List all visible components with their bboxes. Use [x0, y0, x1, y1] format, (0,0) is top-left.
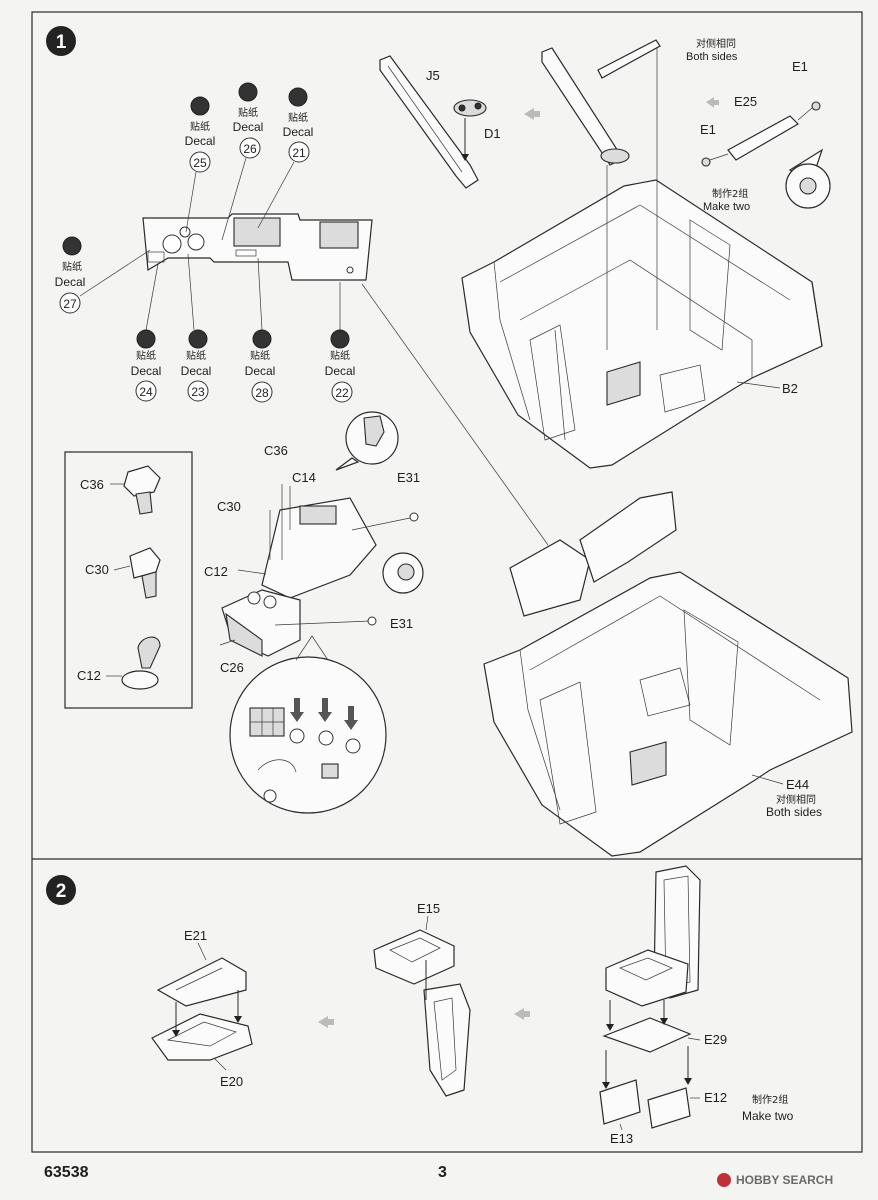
- svg-text:21: 21: [292, 146, 306, 160]
- product-code: 63538: [44, 1164, 89, 1181]
- svg-text:1: 1: [56, 32, 67, 53]
- label-c36-box: C36: [80, 477, 104, 492]
- label-c36-detail: C36: [264, 443, 288, 458]
- label-c26: C26: [220, 660, 244, 675]
- svg-text:23: 23: [191, 385, 205, 399]
- decal-24: 贴纸 Decal 24: [131, 263, 162, 402]
- arrow-icon: [524, 108, 540, 120]
- label-e25: E25: [734, 94, 757, 109]
- arrow-icon: [318, 1016, 334, 1028]
- svg-text:24: 24: [139, 385, 153, 399]
- step-1-badge: 1: [46, 26, 76, 56]
- seat-base-backrest-drawing: [373, 915, 471, 1097]
- note-make-two-step2-cn: 制作2组: [752, 1093, 788, 1106]
- label-e13: E13: [610, 1131, 633, 1146]
- label-e21: E21: [184, 928, 207, 943]
- svg-text:Decal: Decal: [245, 364, 276, 378]
- svg-text:贴纸: 贴纸: [62, 260, 82, 273]
- svg-text:Decal: Decal: [131, 364, 162, 378]
- label-e44: E44: [786, 777, 809, 792]
- decal-27: 贴纸 Decal 27: [55, 236, 151, 314]
- svg-text:HOBBY SEARCH: HOBBY SEARCH: [736, 1173, 833, 1187]
- hull-e44-drawing: [483, 491, 853, 857]
- label-e29: E29: [704, 1032, 727, 1047]
- svg-text:2: 2: [56, 881, 67, 902]
- seat-assembly-drawing: [599, 865, 701, 1131]
- label-d1: D1: [484, 126, 501, 141]
- detail-bubble-c36: [335, 411, 399, 471]
- svg-text:Decal: Decal: [325, 364, 356, 378]
- svg-text:贴纸: 贴纸: [186, 349, 206, 362]
- detail-bubble-e31: [382, 552, 424, 594]
- label-j5: J5: [426, 68, 440, 83]
- svg-text:Decal: Decal: [233, 120, 264, 134]
- label-e15: E15: [417, 901, 440, 916]
- decal-28: 贴纸 Decal 28: [245, 257, 276, 403]
- note-both-sides-bottom-en: Both sides: [766, 805, 822, 819]
- handle-e25-drawing: [701, 97, 821, 167]
- label-e1-top: E1: [792, 59, 808, 74]
- decal-21: 贴纸 Decal 21: [257, 87, 314, 229]
- svg-text:Decal: Decal: [55, 275, 86, 289]
- step-2-badge: 2: [46, 875, 76, 905]
- svg-text:Decal: Decal: [185, 134, 216, 148]
- svg-text:22: 22: [335, 386, 349, 400]
- decal-25: 贴纸 Decal 25: [185, 96, 216, 233]
- note-both-sides-top-en: Both sides: [686, 51, 738, 63]
- svg-text:27: 27: [63, 297, 77, 311]
- note-both-sides-top-cn: 对侧相同: [696, 37, 736, 50]
- label-c30-box: C30: [85, 562, 109, 577]
- seat-cushion-drawing: [151, 942, 253, 1071]
- dashboard-drawing: [142, 213, 373, 281]
- svg-text:Decal: Decal: [283, 125, 314, 139]
- hull-b2-drawing: [461, 179, 823, 469]
- decal-23: 贴纸 Decal 23: [181, 253, 212, 402]
- label-c12-box: C12: [77, 668, 101, 683]
- note-make-two-step1-cn: 制作2组: [712, 187, 748, 200]
- decal-22: 贴纸 Decal 22: [325, 282, 356, 403]
- svg-text:Decal: Decal: [181, 364, 212, 378]
- label-c30-detail: C30: [217, 499, 241, 514]
- svg-text:28: 28: [255, 386, 269, 400]
- note-make-two-step1-en: Make two: [703, 201, 750, 213]
- pillar-installed-drawing: [541, 47, 630, 350]
- note-make-two-step2-en: Make two: [742, 1109, 794, 1123]
- svg-text:贴纸: 贴纸: [288, 111, 308, 124]
- console-assembly-drawing: [219, 484, 419, 657]
- watermark-logo: HOBBY SEARCH: [717, 1173, 833, 1187]
- svg-text:贴纸: 贴纸: [136, 349, 156, 362]
- svg-text:贴纸: 贴纸: [250, 349, 270, 362]
- svg-text:贴纸: 贴纸: [330, 349, 350, 362]
- decal-26: 贴纸 Decal 26: [221, 82, 264, 241]
- label-b2: B2: [782, 381, 798, 396]
- detail-bubble-e1: [785, 148, 831, 209]
- note-both-sides-bottom-cn: 对侧相同: [776, 793, 816, 806]
- label-e31-bottom: E31: [390, 616, 413, 631]
- pillar-j5-drawing: [379, 55, 487, 189]
- svg-text:26: 26: [243, 142, 257, 156]
- label-e31-top: E31: [397, 470, 420, 485]
- svg-text:贴纸: 贴纸: [238, 106, 258, 119]
- page-number: 3: [438, 1164, 447, 1181]
- roof-bar-drawing: [597, 39, 661, 330]
- label-e20: E20: [220, 1074, 243, 1089]
- page-frame: [31, 11, 863, 1153]
- svg-text:贴纸: 贴纸: [190, 120, 210, 133]
- parts-detail-box: [64, 451, 193, 709]
- arrow-icon: [514, 1008, 530, 1020]
- magnified-detail-circle: [229, 635, 387, 814]
- svg-text:25: 25: [193, 156, 207, 170]
- label-c12-detail: C12: [204, 564, 228, 579]
- label-e12: E12: [704, 1090, 727, 1105]
- label-e1-mid: E1: [700, 122, 716, 137]
- label-c14: C14: [292, 470, 316, 485]
